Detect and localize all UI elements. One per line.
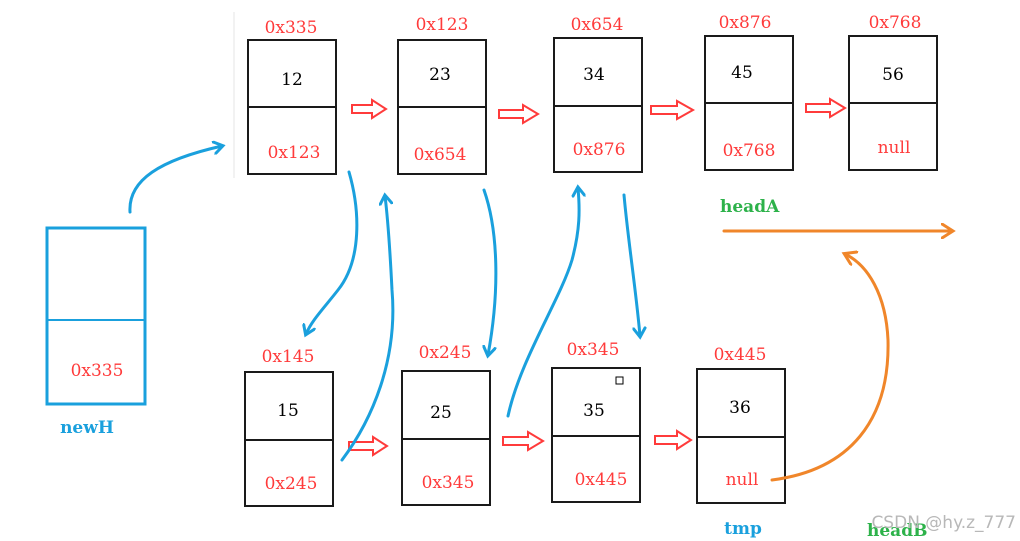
node-next-pointer: 0x123: [268, 143, 321, 163]
head-a-label: headA: [720, 197, 780, 217]
node-value: 45: [731, 63, 753, 83]
cursor-marker: [615, 376, 624, 385]
next-arrow-icon: [502, 430, 545, 452]
merge-arrow: [340, 196, 395, 462]
merge-arrow: [506, 188, 579, 418]
node-next-pointer: 0x245: [265, 474, 318, 494]
tmp-label: tmp: [724, 519, 762, 539]
head-b-label: headB: [867, 521, 927, 541]
node-box: [45, 226, 147, 406]
top-node-3: 0x654 34 0x876: [553, 15, 643, 173]
tmp-to-head-arrow: [770, 254, 890, 482]
head-pointer-arrows: [722, 231, 952, 482]
node-value: 15: [277, 401, 299, 421]
node-value: 34: [583, 65, 605, 85]
node-value: 25: [430, 403, 452, 423]
watermark: CSDN @hy.z_777: [871, 513, 1016, 533]
node-address: 0x245: [419, 343, 472, 363]
node-address: 0x654: [571, 15, 624, 35]
next-arrow-icon: [348, 435, 389, 457]
top-node-5: 0x768 56 null: [848, 13, 938, 171]
node-address: 0x345: [567, 340, 620, 360]
next-arrow-icon: [805, 97, 847, 119]
node-next-pointer: 0x345: [422, 473, 475, 493]
node-next-pointer: 0x876: [573, 140, 626, 160]
newh-to-first-arrow: [128, 146, 222, 214]
top-node-2: 0x123 23 0x654: [397, 15, 487, 175]
next-arrow-icon: [650, 99, 696, 121]
merge-arrow: [484, 188, 498, 355]
node-address: 0x876: [719, 13, 772, 33]
top-node-1: 0x335 12 0x123: [247, 18, 337, 175]
node-next-pointer: 0x445: [575, 470, 628, 490]
merge-arrow: [622, 193, 640, 336]
new-head-node: 0x335 newH: [45, 226, 147, 438]
node-value: 12: [281, 70, 303, 90]
node-next-pointer: null: [878, 138, 911, 158]
top-node-4: 0x876 45 0x768: [704, 13, 794, 171]
bottom-node-1: 0x145 15 0x245: [244, 347, 334, 507]
node-next-pointer: 0x335: [71, 361, 124, 381]
merge-arrow: [306, 170, 359, 334]
node-value: 23: [429, 65, 451, 85]
node-address: 0x145: [262, 347, 315, 367]
node-next-pointer: 0x768: [723, 141, 776, 161]
next-arrow-icon: [654, 429, 693, 451]
merge-order-arrows: [128, 146, 640, 462]
bottom-node-3: 0x345 35 0x445: [551, 340, 641, 503]
node-address: 0x123: [416, 15, 469, 35]
new-head-label: newH: [60, 418, 114, 438]
node-value: 36: [729, 398, 751, 418]
node-next-pointer: 0x654: [414, 145, 467, 165]
top-next-arrows: [351, 97, 847, 125]
node-next-pointer: null: [726, 470, 759, 490]
node-address: 0x335: [265, 18, 318, 38]
bottom-node-2: 0x245 25 0x345: [401, 343, 491, 506]
next-arrow-icon: [351, 98, 388, 120]
node-value: 35: [583, 401, 605, 421]
next-arrow-icon: [498, 103, 540, 125]
node-address: 0x768: [869, 13, 922, 33]
bottom-next-arrows: [348, 429, 693, 457]
node-address: 0x445: [714, 345, 767, 365]
node-value: 56: [882, 65, 904, 85]
bottom-node-4: 0x445 36 null: [696, 345, 786, 504]
